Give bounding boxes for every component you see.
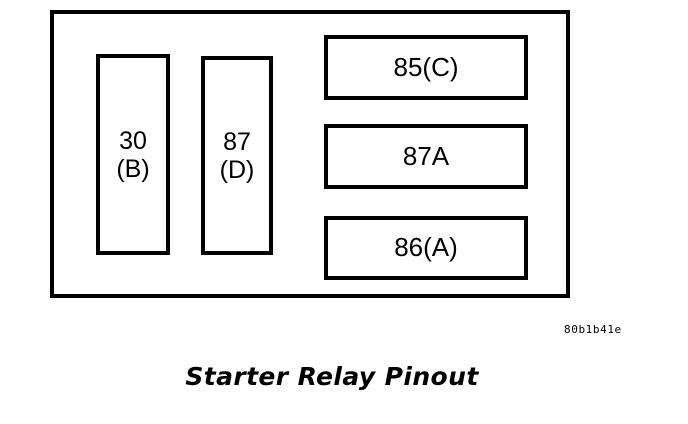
terminal-87-d: 87 (D) bbox=[201, 56, 273, 255]
terminal-30-number: 30 bbox=[119, 126, 147, 155]
figure-caption-text: Starter Relay Pinout bbox=[185, 362, 479, 391]
terminal-87a-label: 87A bbox=[402, 140, 450, 171]
terminal-87-letter: (D) bbox=[219, 155, 255, 184]
terminal-86-label: 86(A) bbox=[394, 232, 458, 263]
terminal-85-c: 85(C) bbox=[324, 35, 528, 100]
terminal-30-letter: (B) bbox=[116, 154, 150, 183]
terminal-85-label: 85(C) bbox=[393, 51, 459, 82]
terminal-87a: 87A bbox=[324, 124, 528, 189]
relay-body-outline: 30 (B) 87 (D) 85(C) 87A 86(A) bbox=[50, 10, 570, 298]
figure-reference-code: 80b1b41e bbox=[564, 323, 622, 336]
terminal-86-a: 86(A) bbox=[324, 216, 528, 280]
terminal-87-number: 87 bbox=[223, 127, 251, 156]
figure-caption: Starter Relay Pinout bbox=[0, 362, 688, 391]
terminal-30-b: 30 (B) bbox=[96, 54, 170, 255]
